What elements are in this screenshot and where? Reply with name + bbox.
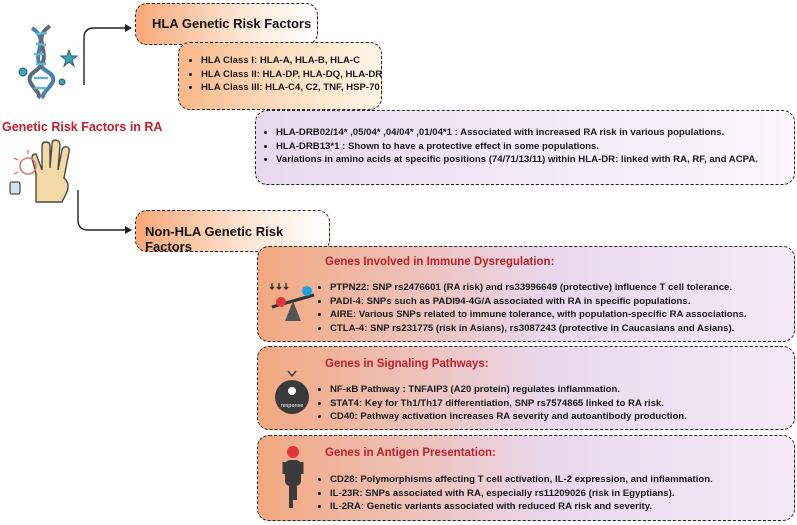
response-label: response bbox=[281, 403, 304, 409]
hla-classes-list: HLA Class I: HLA-A, HLA-B, HLA-C HLA Cla… bbox=[187, 54, 382, 95]
list-item: CD28: Polymorphisms affecting T cell act… bbox=[330, 473, 713, 487]
hla-title: HLA Genetic Risk Factors bbox=[152, 16, 312, 31]
list-item: HLA-DRB02/14* ,05/04* ,04/04* ,01/04*1 :… bbox=[276, 126, 758, 140]
list-item: AIRE: Various SNPs related to immune tol… bbox=[330, 308, 747, 322]
list-item: PTPN22: SNP rs2476601 (RA risk) and rs33… bbox=[330, 281, 747, 295]
hla-details-box: HLA-DRB02/14* ,05/04* ,04/04* ,01/04*1 :… bbox=[255, 110, 795, 185]
list-item: CD40: Pathway activation increases RA se… bbox=[330, 410, 687, 424]
hla-title-box: HLA Genetic Risk Factors bbox=[135, 3, 318, 45]
response-icon: response bbox=[272, 369, 312, 419]
nonhla-title-box: Non-HLA Genetic Risk Factors bbox=[135, 210, 330, 254]
list-item: Variations in amino acids at specific po… bbox=[276, 153, 758, 167]
list-item: PADI-4: SNPs such as PADI94-4G/A associa… bbox=[330, 295, 747, 309]
dna-icon bbox=[14, 20, 84, 100]
group-list: CD28: Polymorphisms affecting T cell act… bbox=[316, 473, 713, 514]
list-item: IL-2RA: Genetic variants associated with… bbox=[330, 500, 713, 514]
hla-details-list: HLA-DRB02/14* ,05/04* ,04/04* ,01/04*1 :… bbox=[262, 126, 758, 167]
nonhla-title: Non-HLA Genetic Risk Factors bbox=[145, 224, 284, 254]
group-list: NF-κB Pathway : TNFAIP3 (A20 protein) re… bbox=[316, 383, 687, 424]
root-label: Genetic Risk Factors in RA bbox=[2, 120, 163, 134]
list-item: IL-23R: SNPs associated with RA, especia… bbox=[330, 487, 713, 501]
list-item: NF-κB Pathway : TNFAIP3 (A20 protein) re… bbox=[330, 383, 687, 397]
hand-icon bbox=[6, 138, 80, 206]
list-item: HLA Class II: HLA-DP, HLA-DQ, HLA-DR bbox=[201, 68, 382, 82]
list-item: HLA Class I: HLA-A, HLA-B, HLA-C bbox=[201, 54, 382, 68]
group-list: PTPN22: SNP rs2476601 (RA risk) and rs33… bbox=[316, 281, 747, 335]
list-item: CTLA-4: SNP rs231775 (risk in Asians), r… bbox=[330, 322, 747, 336]
group-title: Genes Involved in Immune Dysregulation: bbox=[325, 256, 555, 268]
list-item: STAT4: Key for Th1/Th17 differentiation,… bbox=[330, 397, 687, 411]
antigen-presentation-box: Genes in Antigen Presentation: CD28: Pol… bbox=[257, 435, 795, 521]
list-item: HLA Class III: HLA-C4, C2, TNF, HSP-70 bbox=[201, 81, 382, 95]
signaling-pathways-box: Genes in Signaling Pathways: NF-κB Pathw… bbox=[257, 346, 795, 430]
balance-icon bbox=[268, 277, 320, 329]
group-title: Genes in Antigen Presentation: bbox=[325, 447, 496, 459]
immune-dysregulation-box: Genes Involved in Immune Dysregulation: … bbox=[257, 246, 795, 342]
group-title: Genes in Signaling Pathways: bbox=[325, 358, 489, 370]
hla-classes-box: HLA Class I: HLA-A, HLA-B, HLA-C HLA Cla… bbox=[178, 42, 382, 110]
list-item: HLA-DRB13*1 : Shown to have a protective… bbox=[276, 140, 758, 154]
receptor-icon bbox=[278, 444, 308, 510]
